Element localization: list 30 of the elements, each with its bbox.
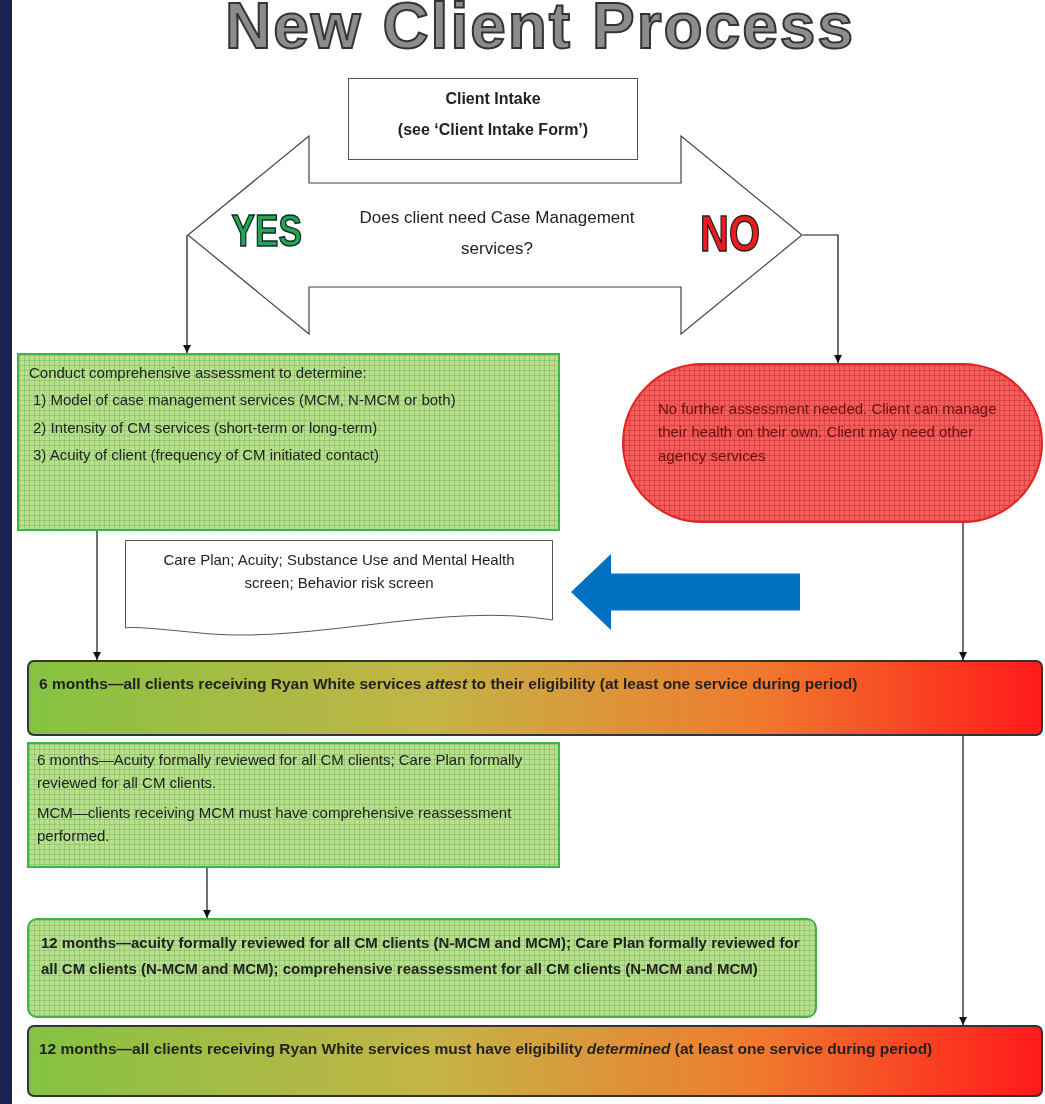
milestone-bar: [27, 1025, 1043, 1097]
process-box: [348, 78, 638, 160]
milestone-text: 12 months—all clients receiving Ryan White services must have eligibility determined (at least one service during period): [39, 1039, 934, 1059]
arrow: [959, 735, 967, 1026]
list-item: 3) Acuity of client (frequency of CM initiated contact): [32, 444, 380, 465]
milestone-text: 6 months—all clients receiving Ryan White services attest to their eligibility (at least one service during period): [39, 674, 859, 694]
yes-label: YES: [231, 209, 301, 253]
no-label: NO: [699, 209, 761, 259]
heading-text: Client Intake: [444, 89, 542, 109]
block-arrow: [571, 554, 800, 630]
question-text: Does client need Case Management services?: [358, 207, 636, 260]
arrow: [93, 530, 101, 661]
reassessment-text: MCM—clients receiving MCM must have comprehensive reassessment performed.: [37, 802, 513, 846]
arrow: [183, 234, 191, 354]
milestone-text: 12 months—acuity formally reviewed for all CM clients (N-MCM and MCM); Care Plan formally reviewed for all CM clients (N-MCM and MCM); comprehensive reassessment for all CM clients (N-MCM and MCM): [41, 933, 801, 980]
arrow: [959, 522, 967, 661]
title: New Client Process: [224, 0, 856, 58]
note-text: No further assessment needed. Client can manage their health on their own. Client may need other agency services: [658, 399, 998, 466]
process-box: [27, 918, 817, 1018]
document-text: Care Plan; Acuity; Substance Use and Mental Health screen; Behavior risk screen: [162, 550, 516, 594]
process-box: [17, 353, 560, 531]
arrow: [802, 234, 842, 364]
review-text: 6 months—Acuity formally reviewed for all CM clients; Care Plan formally reviewed for all CM clients.: [37, 750, 524, 794]
note-text: (see ‘Client Intake Form’): [396, 119, 590, 140]
milestone-bar: [27, 660, 1043, 736]
intro-text: Conduct comprehensive assessment to determine:: [29, 363, 368, 383]
list-item: 2) Intensity of CM services (short-term or long-term): [32, 417, 379, 438]
list-item: 1) Model of case management services (MCM, N-MCM or both): [32, 390, 457, 411]
process-box: [27, 742, 560, 868]
arrow: [203, 867, 211, 919]
